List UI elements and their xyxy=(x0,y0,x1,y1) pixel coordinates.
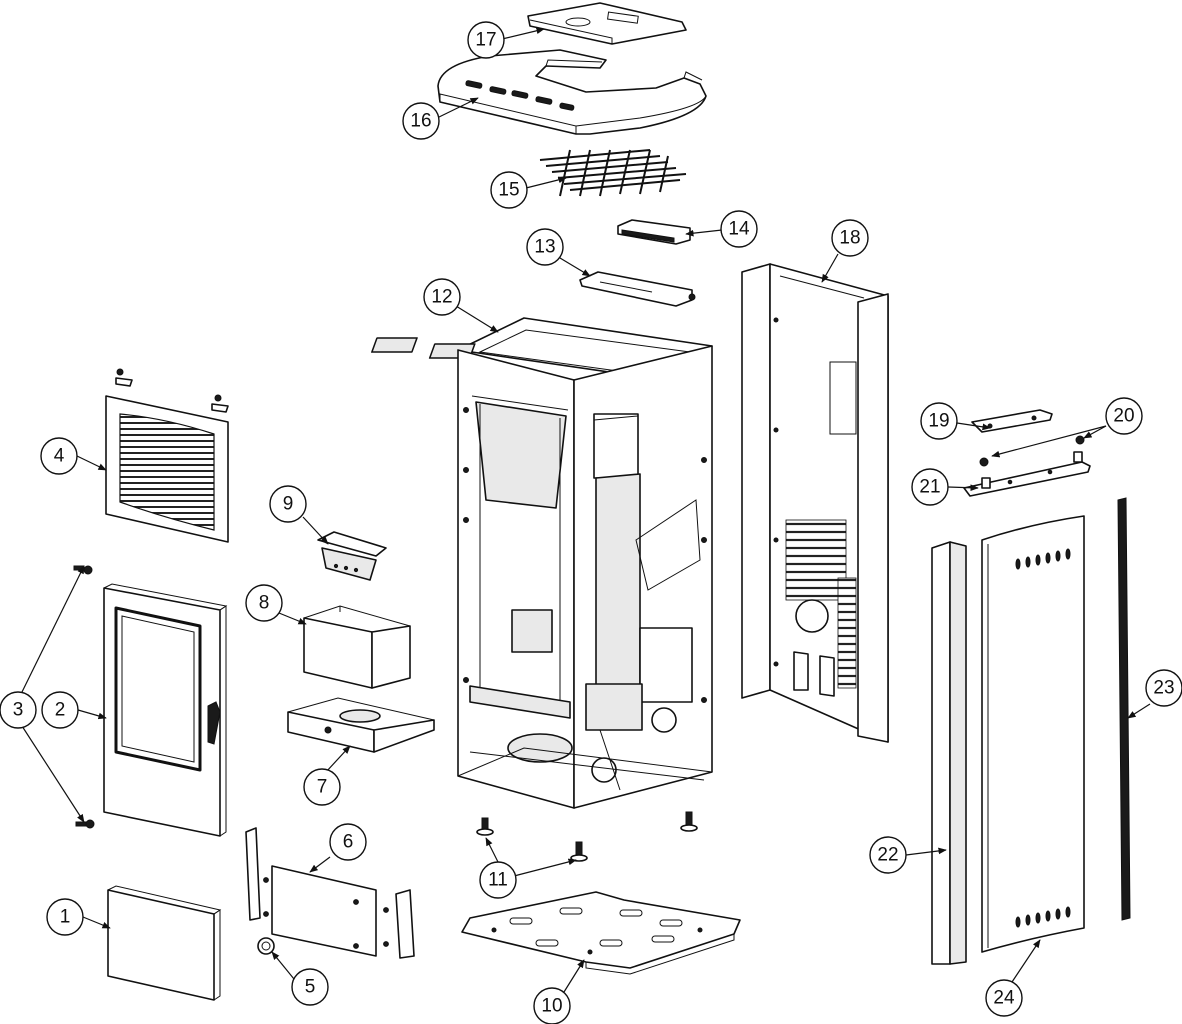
callout-8: 8 xyxy=(245,584,283,622)
callout-24-label: 24 xyxy=(993,988,1015,1009)
callout-7-label: 7 xyxy=(317,777,328,798)
callout-2: 2 xyxy=(41,691,79,729)
callout-6-label: 6 xyxy=(343,832,354,853)
callout-10-label: 10 xyxy=(541,996,562,1017)
callout-1-label: 1 xyxy=(60,907,71,928)
part-8-ash-box xyxy=(303,605,411,689)
callout-1: 1 xyxy=(46,898,84,936)
callout-11: 11 xyxy=(479,861,517,899)
part-14-bracket xyxy=(617,219,691,245)
callout-20-label: 20 xyxy=(1113,406,1134,427)
part-16-top-frame xyxy=(437,49,707,135)
part-3-screws xyxy=(73,565,95,829)
callout-12-label: 12 xyxy=(431,287,452,308)
part-1-bottom-panel xyxy=(107,885,222,1001)
callout-22-label: 22 xyxy=(877,845,898,866)
callout-4: 4 xyxy=(40,437,78,475)
callout-15-label: 15 xyxy=(498,180,519,201)
callout-17-label: 17 xyxy=(475,30,496,51)
callout-5-label: 5 xyxy=(305,977,316,998)
callout-2-label: 2 xyxy=(55,700,66,721)
callout-13: 13 xyxy=(526,228,564,266)
part-24-side-cover xyxy=(981,515,1085,953)
callout-16: 16 xyxy=(402,102,440,140)
callout-23: 23 xyxy=(1145,669,1182,707)
part-4-grille-panel xyxy=(105,368,229,543)
callout-5: 5 xyxy=(291,968,329,1006)
callout-9-label: 9 xyxy=(283,494,294,515)
part-13-plate xyxy=(579,271,696,307)
callout-3: 3 xyxy=(0,691,37,729)
part-15-mesh xyxy=(539,149,687,197)
callout-10: 10 xyxy=(533,987,571,1024)
leader-lines xyxy=(21,27,1151,993)
callout-19-label: 19 xyxy=(928,411,949,432)
callout-20: 20 xyxy=(1105,397,1143,435)
callout-21-label: 21 xyxy=(919,477,940,498)
part-22-column xyxy=(931,541,967,965)
callout-12: 12 xyxy=(423,278,461,316)
callout-21: 21 xyxy=(911,468,949,506)
callout-13-label: 13 xyxy=(534,237,555,258)
part-5-knob xyxy=(257,937,275,955)
part-6-access-plate xyxy=(245,827,415,959)
part-11-feet xyxy=(476,811,698,862)
callout-8-label: 8 xyxy=(259,593,270,614)
part-17-top-cover xyxy=(527,2,687,45)
part-20-screws xyxy=(979,435,1085,467)
callout-3-label: 3 xyxy=(13,700,24,721)
part-21-bracket xyxy=(963,451,1091,497)
callout-6: 6 xyxy=(329,823,367,861)
part-7-tray xyxy=(287,697,435,753)
callout-17: 17 xyxy=(467,21,505,59)
part-10-base-plate xyxy=(461,891,741,975)
callout-23-label: 23 xyxy=(1153,678,1174,699)
part-23-seal xyxy=(1117,497,1131,921)
part-9-burner-pot xyxy=(317,531,387,581)
part-19-bracket xyxy=(971,409,1053,433)
callout-19: 19 xyxy=(920,402,958,440)
callout-11-label: 11 xyxy=(488,870,508,891)
callout-14-label: 14 xyxy=(728,219,750,240)
callout-9: 9 xyxy=(269,485,307,523)
callout-16-label: 16 xyxy=(410,111,431,132)
callout-24: 24 xyxy=(985,979,1023,1017)
part-18-side-panel xyxy=(741,263,889,743)
part-12-main-chassis xyxy=(371,317,713,809)
callout-18-label: 18 xyxy=(839,228,860,249)
part-2-door xyxy=(103,583,228,837)
callout-18: 18 xyxy=(831,219,869,257)
callout-22: 22 xyxy=(869,836,907,874)
callout-7: 7 xyxy=(303,768,341,806)
callout-4-label: 4 xyxy=(54,446,65,467)
callout-15: 15 xyxy=(490,171,528,209)
callout-14: 14 xyxy=(720,210,758,248)
